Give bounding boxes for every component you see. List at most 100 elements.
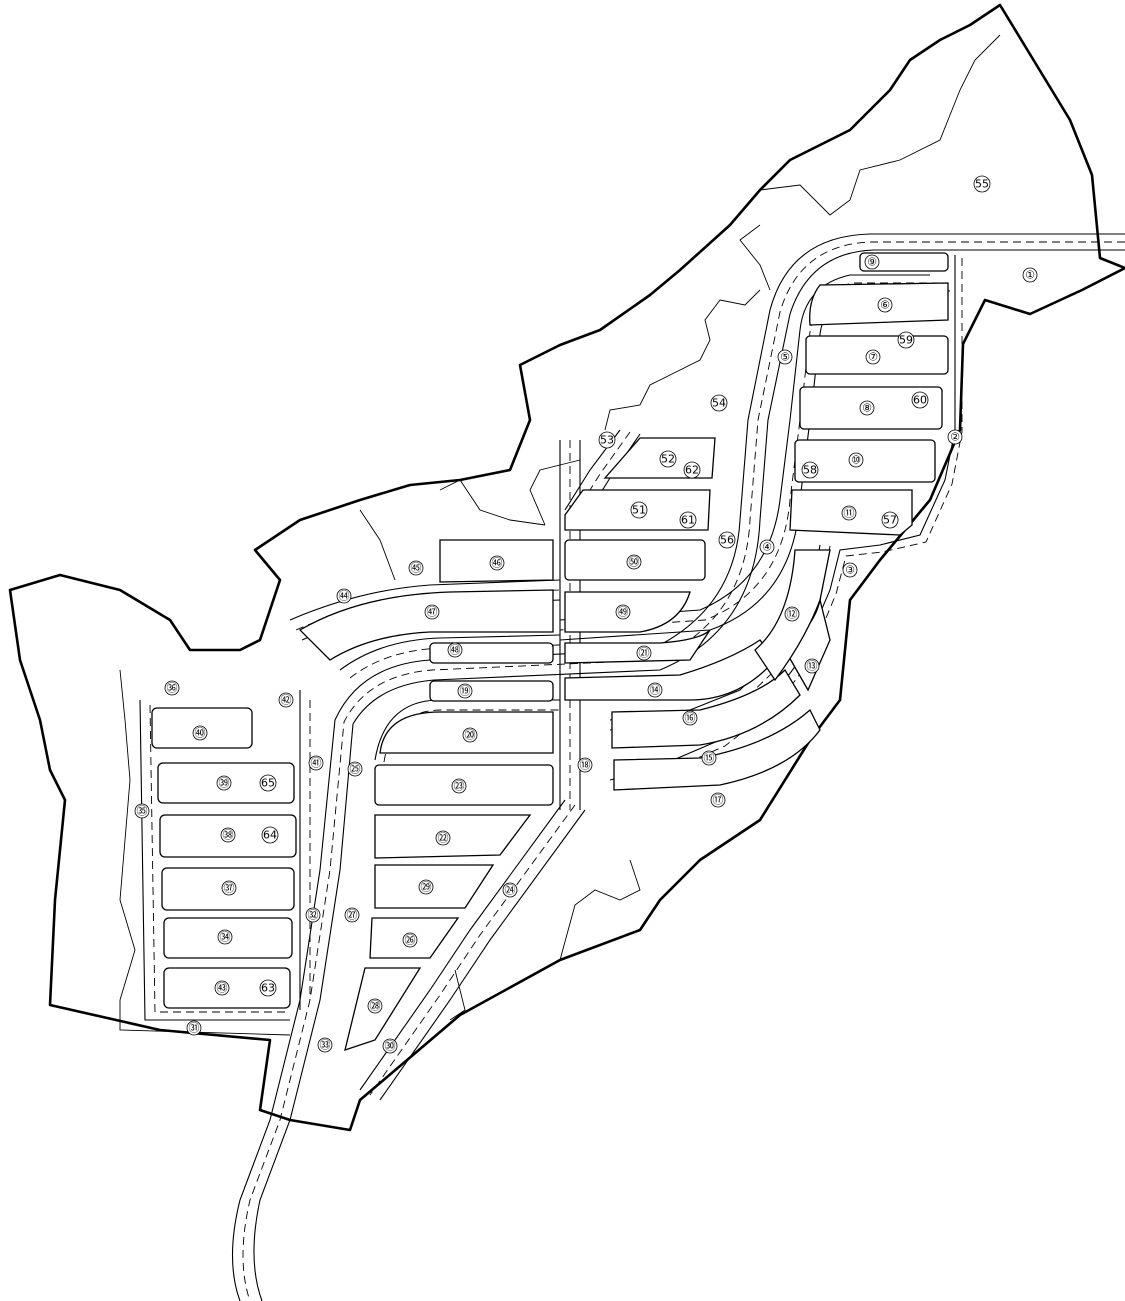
lot-label-51: 51 (630, 501, 648, 519)
svg-text:53: 53 (600, 434, 614, 447)
svg-text:㉚: ㉚ (385, 1040, 396, 1053)
svg-text:⑭: ⑭ (650, 684, 661, 697)
lot-label-11: ⑪ (841, 505, 857, 521)
lot-label-32: ㉜ (305, 907, 321, 923)
svg-text:㉙: ㉙ (421, 881, 432, 894)
svg-text:61: 61 (681, 514, 695, 527)
svg-text:63: 63 (261, 982, 275, 995)
svg-text:54: 54 (712, 397, 726, 410)
svg-text:㊹: ㊹ (339, 590, 350, 603)
lot-label-15: ⑮ (701, 750, 717, 766)
svg-text:56: 56 (720, 534, 734, 547)
block (374, 814, 532, 859)
lot-label-38: ㊳ (220, 827, 236, 843)
terrain-line (559, 859, 641, 961)
lot-label-21: ㉑ (636, 645, 652, 661)
svg-text:㉖: ㉖ (405, 934, 416, 947)
svg-text:㊳: ㊳ (223, 829, 234, 842)
lot-label-20: ⑳ (462, 727, 478, 743)
svg-text:⑯: ⑯ (685, 712, 696, 725)
svg-text:⑥: ⑥ (880, 299, 890, 312)
svg-text:58: 58 (803, 464, 817, 477)
svg-text:52: 52 (661, 453, 675, 466)
svg-text:59: 59 (899, 334, 913, 347)
terrain-line (119, 669, 136, 1001)
svg-text:⑩: ⑩ (851, 454, 861, 467)
lot-label-36: ㊱ (164, 680, 180, 696)
lot-label-60: 60 (911, 391, 929, 409)
svg-text:⑤: ⑤ (780, 351, 790, 364)
lot-label-61: 61 (679, 511, 697, 529)
lot-label-54: 54 (710, 394, 728, 412)
lot-label-47: ㊼ (424, 604, 440, 620)
svg-text:㉛: ㉛ (189, 1022, 200, 1035)
block (298, 589, 554, 661)
lot-label-50: ㊿ (626, 554, 642, 570)
lot-label-53: 53 (598, 431, 616, 449)
svg-text:⑦: ⑦ (868, 351, 878, 364)
lot-label-45: ㊺ (408, 560, 424, 576)
svg-text:㉟: ㉟ (137, 805, 148, 818)
svg-text:㉒: ㉒ (438, 832, 449, 845)
svg-text:㊴: ㊴ (219, 777, 230, 790)
svg-text:㊲: ㊲ (224, 882, 235, 895)
lot-label-25: ㉕ (347, 761, 363, 777)
lot-label-63: 63 (259, 979, 277, 997)
svg-text:㉞: ㉞ (220, 931, 231, 944)
lot-label-48: ㊽ (447, 642, 463, 658)
svg-text:㊺: ㊺ (411, 562, 422, 575)
terrain-line (739, 224, 771, 291)
terrain-line (759, 34, 1001, 216)
svg-text:⑬: ⑬ (807, 660, 818, 673)
svg-text:⑧: ⑧ (862, 402, 872, 415)
lot-labels: ① ② ③ ④ ⑤ ⑥ ⑦ ⑧ ⑨ ⑩ ⑪ ⑫ ⑬ ⑭ ⑮ ⑯ ⑰ ⑱ ⑲ ⑳ … (134, 175, 1038, 1054)
site-boundary (8, 3, 1125, 1132)
svg-text:⑮: ⑮ (704, 752, 715, 765)
lot-label-9: ⑨ (864, 254, 880, 270)
lot-label-55: 55 (973, 175, 991, 193)
block (613, 708, 821, 791)
svg-text:㉘: ㉘ (370, 1000, 381, 1013)
svg-text:⑪: ⑪ (844, 507, 855, 520)
svg-text:㉓: ㉓ (454, 780, 465, 793)
lot-label-22: ㉒ (435, 830, 451, 846)
lot-label-44: ㊹ (336, 588, 352, 604)
lot-label-46: ㊻ (489, 555, 505, 571)
block (429, 680, 554, 702)
lot-label-23: ㉓ (451, 778, 467, 794)
svg-text:⑫: ⑫ (787, 608, 798, 621)
svg-text:㊾: ㊾ (618, 606, 629, 619)
svg-text:①: ① (1025, 269, 1035, 282)
lot-label-13: ⑬ (804, 658, 820, 674)
diagonal-road (359, 799, 586, 1101)
svg-text:64: 64 (263, 829, 277, 842)
lot-label-12: ⑫ (784, 606, 800, 622)
svg-text:㉑: ㉑ (639, 647, 650, 660)
lot-label-33: ㉝ (317, 1037, 333, 1053)
svg-text:㊿: ㊿ (629, 556, 640, 569)
lot-label-19: ⑲ (457, 683, 473, 699)
terrain-line (449, 969, 466, 1021)
lot-label-6: ⑥ (877, 297, 893, 313)
svg-text:⑲: ⑲ (460, 685, 471, 698)
svg-text:㊱: ㊱ (167, 682, 178, 695)
lot-label-65: 65 (259, 774, 277, 792)
lot-label-26: ㉖ (402, 932, 418, 948)
lot-label-37: ㊲ (221, 880, 237, 896)
svg-text:㊶: ㊶ (311, 757, 322, 770)
lot-label-3: ③ (842, 562, 858, 578)
lot-label-5: ⑤ (777, 349, 793, 365)
svg-text:㊽: ㊽ (450, 644, 461, 657)
lot-label-16: ⑯ (682, 710, 698, 726)
block (344, 967, 422, 1051)
lot-label-52: 52 (659, 450, 677, 468)
lot-label-17: ⑰ (710, 792, 726, 808)
block (611, 668, 801, 749)
svg-text:⑰: ⑰ (713, 794, 724, 807)
lot-label-18: ⑱ (577, 757, 593, 773)
svg-text:㊼: ㊼ (427, 606, 438, 619)
svg-text:㉗: ㉗ (347, 909, 358, 922)
svg-text:㊷: ㊷ (281, 694, 292, 707)
svg-text:⑱: ⑱ (580, 759, 591, 772)
